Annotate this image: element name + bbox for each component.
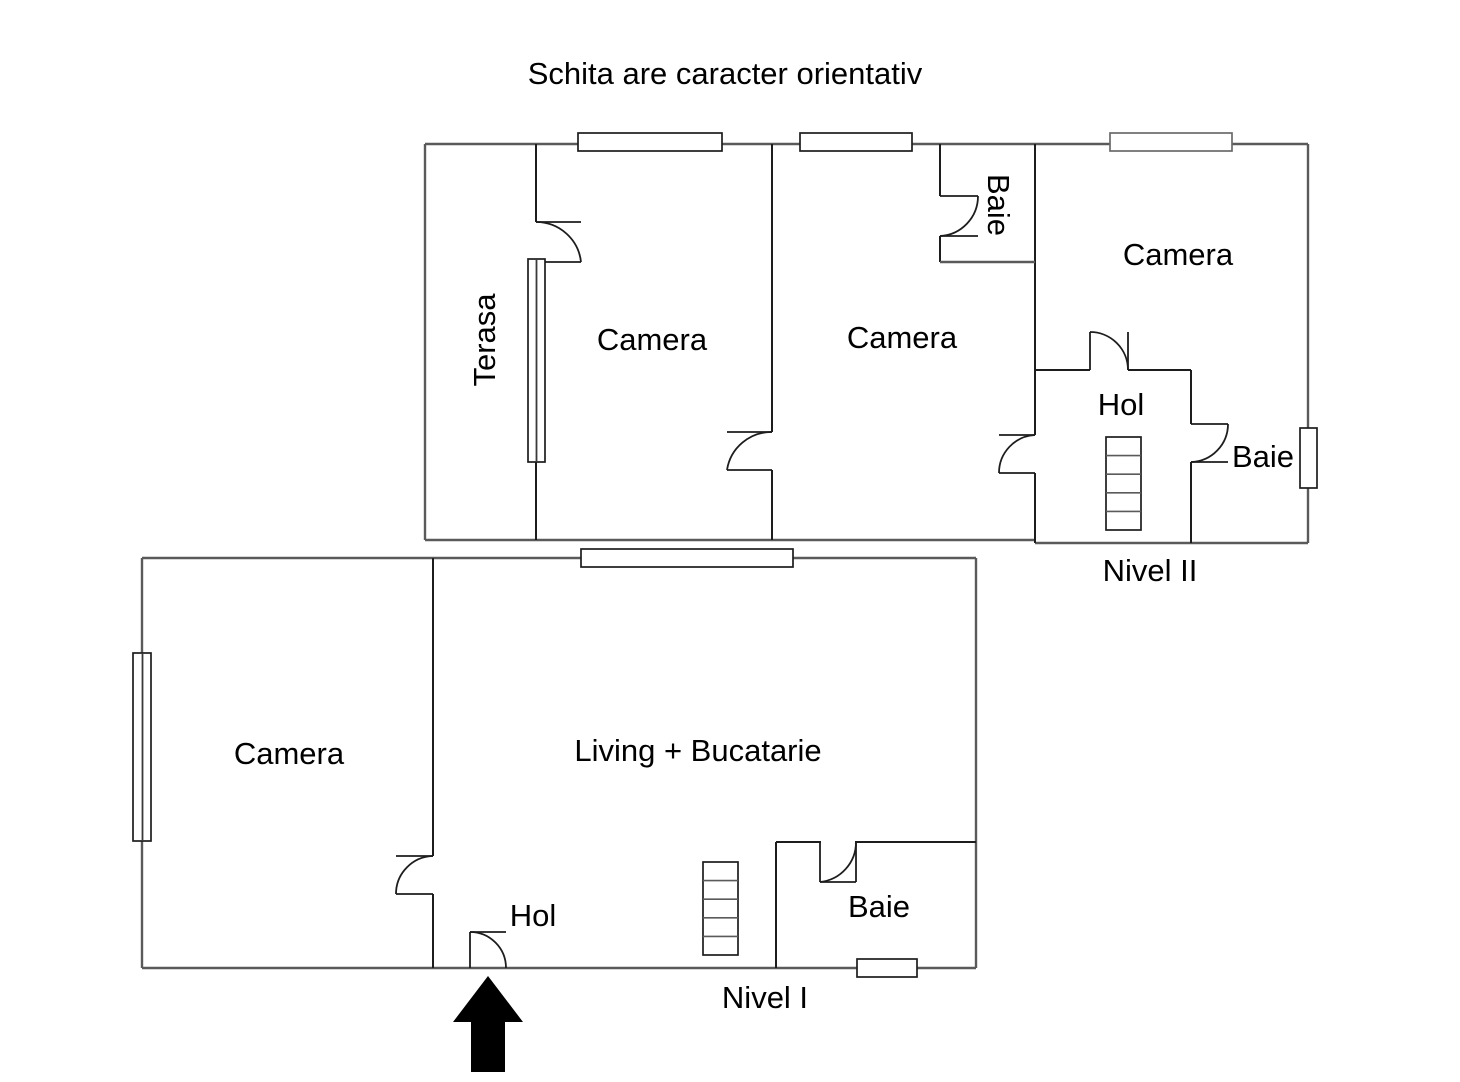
room-label-camera-n2-1: Camera (597, 322, 708, 357)
room-label-camera-n1: Camera (234, 736, 345, 771)
nivel2-terasa-divider (527, 144, 582, 540)
staircase-nivel-1 (702, 861, 739, 956)
door-icon (535, 221, 582, 263)
room-label-camera-n2-3: Camera (1123, 237, 1234, 272)
door-icon (998, 434, 1036, 474)
room-label-camera-n2-2: Camera (847, 320, 958, 355)
door-icon (939, 195, 979, 237)
door-icon (1089, 331, 1129, 371)
window-icon (577, 132, 723, 152)
entrance-arrow (453, 976, 523, 1072)
nivel2-right-divider (998, 144, 1036, 543)
nivel2-hol-walls (1035, 331, 1229, 543)
level-nivel-2: Terasa Camera Camera Baie Camera Hol Bai… (423, 132, 1318, 588)
window-icon (856, 958, 918, 978)
nivel1-camera-divider (395, 558, 507, 969)
room-label-hol-n1: Hol (510, 898, 557, 933)
room-label-terasa: Terasa (467, 293, 502, 387)
room-label-baie-n2-top: Baie (981, 174, 1016, 236)
level-nivel-1: Camera Living + Bucatarie Hol Baie Nivel… (132, 548, 978, 1072)
staircase-nivel-2 (1105, 436, 1142, 531)
room-label-baie-n1: Baie (848, 889, 910, 924)
level-label-nivel-2: Nivel II (1103, 553, 1198, 588)
window-icon (580, 548, 794, 568)
page-title: Schita are caracter orientativ (528, 56, 923, 91)
room-label-living-bucatarie: Living + Bucatarie (574, 733, 821, 768)
nivel2-top-windows (577, 132, 1233, 152)
door-icon (1190, 423, 1229, 463)
window-icon (1109, 132, 1233, 152)
window-icon (1299, 427, 1318, 489)
nivel1-baie-walls (775, 838, 976, 968)
window-icon (799, 132, 913, 152)
door-icon (469, 931, 507, 969)
door-icon (395, 855, 434, 895)
room-label-hol-n2: Hol (1098, 387, 1145, 422)
door-icon (819, 841, 857, 883)
nivel2-baie-top-walls (939, 144, 1035, 264)
level-label-nivel-1: Nivel I (722, 980, 808, 1015)
room-label-baie-n2-right: Baie (1232, 439, 1294, 474)
nivel2-camera-divider (726, 144, 773, 540)
door-icon (726, 431, 773, 471)
